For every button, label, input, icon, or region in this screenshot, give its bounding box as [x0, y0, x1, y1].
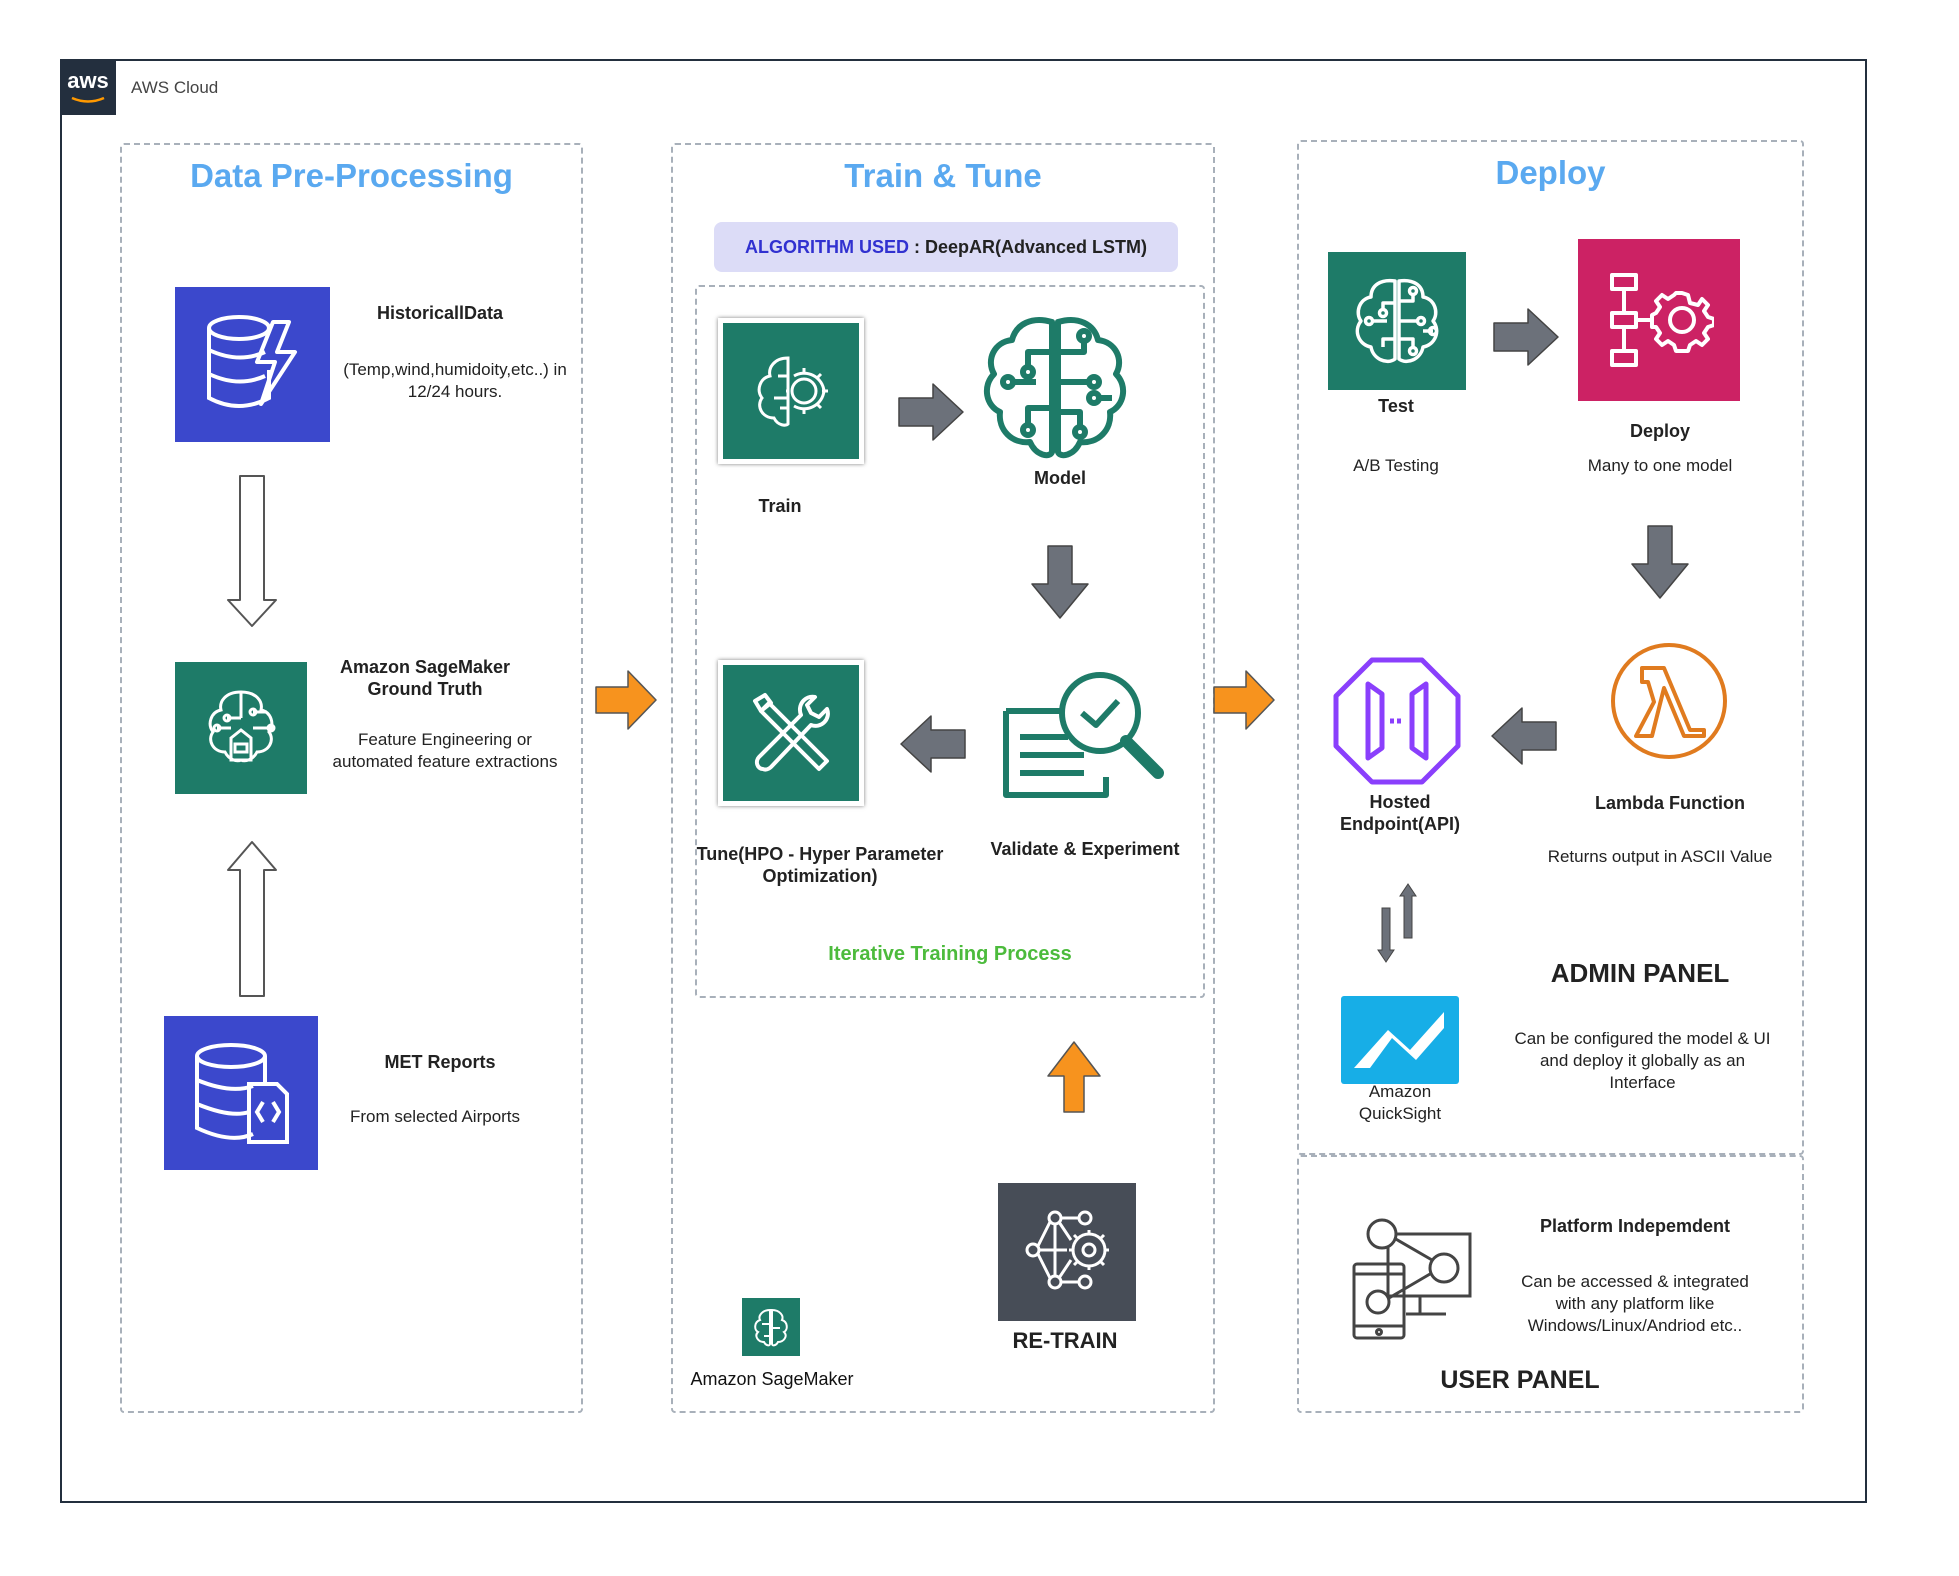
orange-arrow-to-train [595, 670, 657, 730]
hosted-endpoint-title: Hosted Endpoint(API) [1340, 792, 1460, 834]
train-icon [718, 318, 864, 464]
deploy-title: Deploy [1495, 154, 1606, 191]
deploy-step-title: Deploy [1629, 421, 1690, 441]
admin-panel-desc: Can be configured the model & UI and dep… [1514, 1029, 1771, 1092]
gray-arrow-train-model [898, 383, 964, 441]
train-label: Train [758, 496, 802, 516]
historical-data-title: HistoricallData [376, 303, 504, 323]
validate-label: Validate & Experiment [990, 839, 1180, 859]
platform-independent-icon [1352, 1218, 1472, 1340]
train-tune-group [671, 143, 1215, 1413]
met-reports-desc: From selected Airports [349, 1107, 521, 1126]
lambda-desc: Returns output in ASCII Value [1547, 847, 1773, 866]
gray-arrow-validate-tune [900, 715, 966, 773]
model-label: Model [1034, 468, 1086, 488]
historical-data-icon [175, 287, 330, 442]
quicksight-title: Amazon QuickSight [1358, 1082, 1442, 1123]
met-reports-icon [164, 1016, 318, 1170]
deploy-icon [1578, 239, 1740, 401]
tune-icon [718, 660, 864, 806]
test-desc: A/B Testing [1353, 456, 1439, 475]
deploy-group [1297, 140, 1804, 1155]
algorithm-label: ALGORITHM USED [744, 236, 909, 257]
user-panel-group [1297, 1155, 1804, 1413]
orange-arrow-retrain [1047, 1041, 1101, 1113]
orange-arrow-to-deploy [1213, 670, 1275, 730]
deploy-step-desc: Many to one model [1587, 456, 1733, 475]
retrain-icon [998, 1183, 1136, 1321]
hosted-endpoint-icon [1333, 657, 1461, 785]
gray-arrow-deploy-lambda [1631, 525, 1689, 599]
train-tune-title: Train & Tune [844, 157, 1042, 194]
algorithm-value: DeepAR(Advanced LSTM) [924, 236, 1148, 257]
test-icon [1328, 252, 1466, 390]
iterative-training-group [695, 285, 1205, 998]
ground-truth-icon [175, 662, 307, 794]
historical-data-desc: (Temp,wind,humidoity,etc..) in 12/24 hou… [343, 360, 567, 401]
bidirectional-arrows [1377, 883, 1417, 963]
lambda-title: Lambda Function [1595, 793, 1745, 813]
iterative-training-label: Iterative Training Process [828, 943, 1072, 965]
tune-label: Tune(HPO - Hyper Parameter Optimization) [696, 844, 944, 886]
ground-truth-desc: Feature Engineering or automated feature… [332, 730, 558, 771]
platform-desc: Can be accessed & integrated with any pl… [1521, 1272, 1749, 1335]
aws-cloud-group [60, 59, 1867, 1503]
ground-truth-title: Amazon SageMaker Ground Truth [339, 657, 511, 699]
quicksight-icon [1341, 996, 1459, 1084]
validate-experiment-icon [1003, 672, 1164, 798]
gray-arrow-lambda-endpoint [1491, 707, 1557, 765]
aws-logo: aws [60, 59, 116, 115]
aws-smile-icon [71, 96, 105, 103]
algorithm-separator: : [908, 236, 925, 257]
gray-arrow-test-deploy [1493, 308, 1559, 366]
flow-arrow-up [227, 841, 277, 997]
flow-arrow-down [227, 475, 277, 627]
retrain-label: RE-TRAIN [1012, 1328, 1118, 1353]
test-title: Test [1378, 396, 1414, 416]
preprocessing-title: Data Pre-Processing [190, 157, 513, 194]
admin-panel-title: ADMIN PANEL [1550, 958, 1730, 988]
user-panel-title: USER PANEL [1440, 1366, 1600, 1394]
gray-arrow-model-validate [1031, 545, 1089, 619]
algorithm-banner: ALGORITHM USED : DeepAR(Advanced LSTM) [714, 222, 1178, 272]
aws-cloud-label: AWS Cloud [131, 78, 219, 97]
preprocessing-group [120, 143, 583, 1413]
sagemaker-label: Amazon SageMaker [690, 1369, 854, 1389]
lambda-icon [1611, 643, 1727, 759]
met-reports-title: MET Reports [384, 1052, 496, 1072]
sagemaker-small-icon [742, 1298, 800, 1356]
model-brain-icon [983, 317, 1127, 459]
platform-title: Platform Indepemdent [1539, 1216, 1731, 1236]
